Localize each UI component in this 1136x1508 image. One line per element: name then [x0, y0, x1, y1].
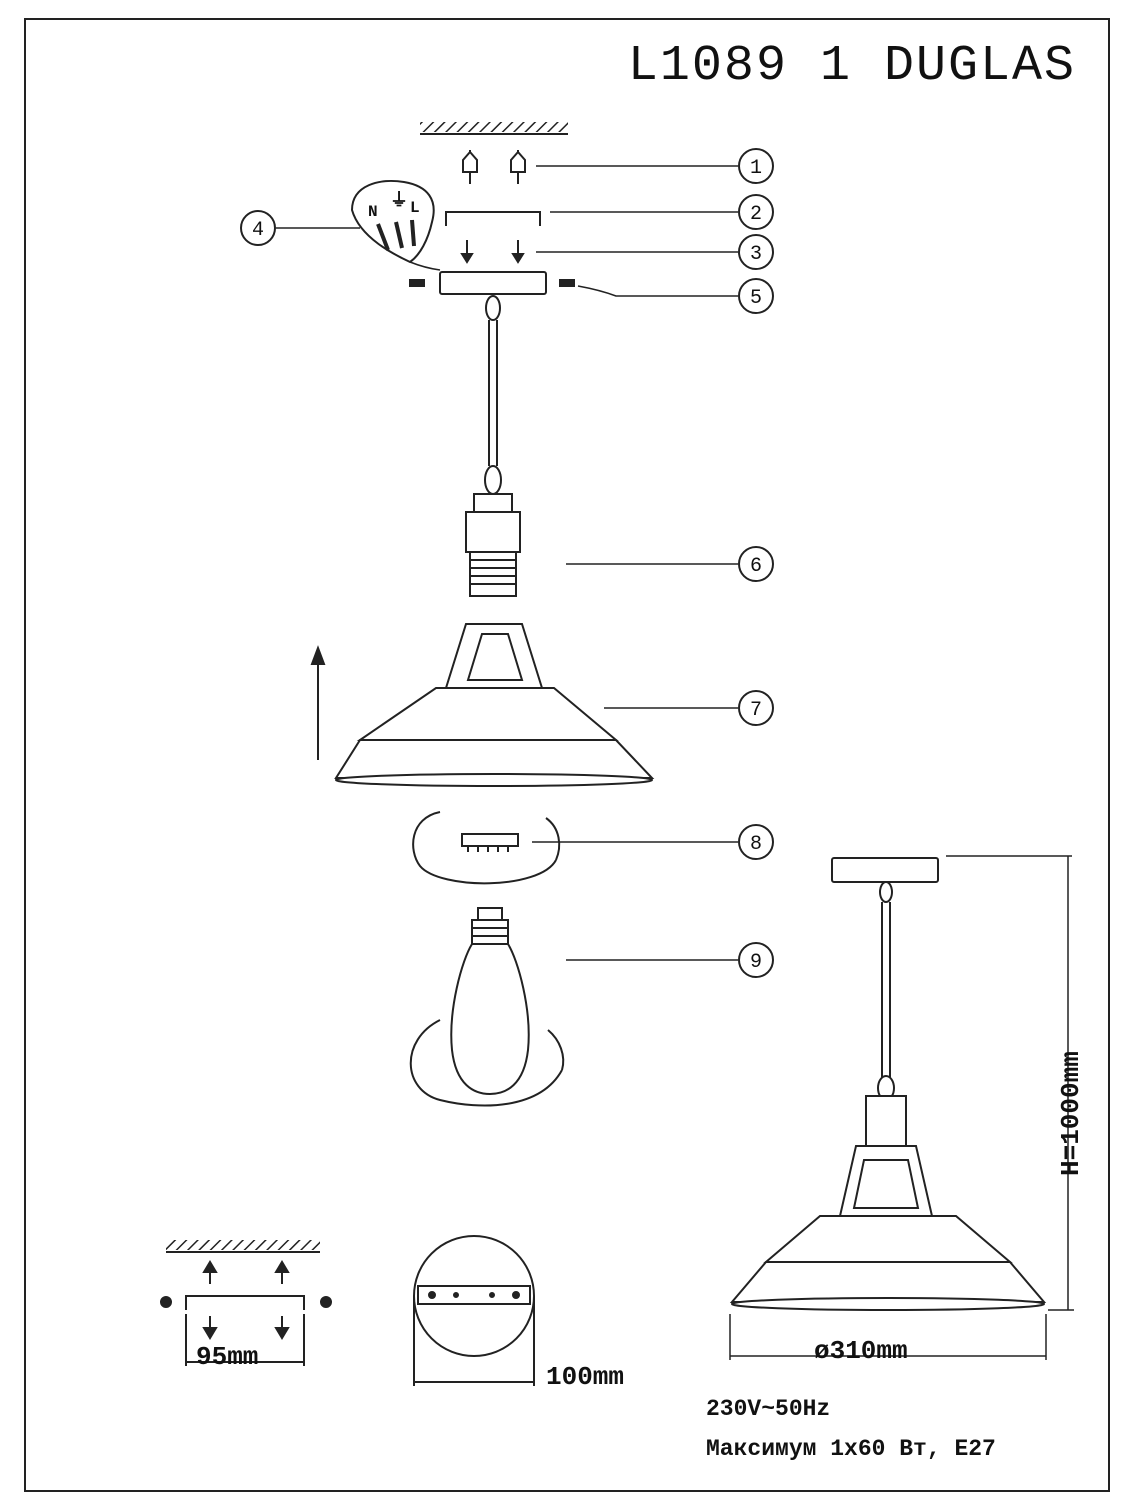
terminal-n-label: N [368, 203, 378, 221]
ceiling-hatch [420, 122, 568, 135]
callout-3-label: 3 [750, 243, 762, 266]
callout-9: 9 [738, 942, 774, 978]
bracket-width-label: 95mm [196, 1342, 258, 1372]
lamp-holder [465, 493, 521, 597]
callout-6: 6 [738, 546, 774, 582]
power-spec: Максимум 1x60 Вт, E27 [706, 1436, 996, 1462]
callout-7-label: 7 [750, 699, 762, 722]
voltage-spec: 230V~50Hz [706, 1396, 831, 1422]
shade-diameter-label: ø310mm [814, 1336, 908, 1366]
callout-9-label: 9 [750, 951, 762, 974]
assembled-lamp [729, 857, 1047, 1311]
callouts: 1 2 3 4 5 6 7 [240, 148, 774, 978]
callout-1-label: 1 [750, 157, 762, 180]
height-label: H=1000mm [1056, 1051, 1086, 1176]
upward-arrow [310, 645, 326, 760]
light-bulb [409, 907, 565, 1107]
lamp-shade [334, 623, 655, 787]
height-dimension [946, 855, 1074, 1311]
ceiling-dowels [462, 150, 526, 184]
callout-1: 1 [738, 148, 774, 184]
canopy-diameter-label: 100mm [546, 1362, 624, 1392]
terminal-l-label: L [410, 199, 420, 217]
canopy [409, 271, 575, 295]
suspension-cable [484, 295, 502, 495]
terminal-earth-label: ⏚ [390, 190, 408, 212]
callout-leaders [276, 165, 738, 961]
mounting-bracket [445, 211, 541, 226]
callout-3: 3 [738, 234, 774, 270]
callout-2: 2 [738, 194, 774, 230]
callout-8-label: 8 [750, 833, 762, 856]
shade-diameter-dimension [729, 1314, 1047, 1360]
callout-2-label: 2 [750, 203, 762, 226]
wiring-terminal: N ⏚ L [350, 180, 441, 271]
callout-6-label: 6 [750, 555, 762, 578]
product-title: L1089 1 DUGLAS [627, 38, 1076, 95]
canopy-top-view [413, 1235, 535, 1386]
callout-4: 4 [240, 210, 276, 246]
callout-5-label: 5 [750, 287, 762, 310]
callout-8: 8 [738, 824, 774, 860]
sheet-border [24, 18, 1110, 1492]
bracket-screws [460, 240, 525, 264]
ring-nut [412, 811, 561, 885]
callout-7: 7 [738, 690, 774, 726]
callout-5: 5 [738, 278, 774, 314]
callout-4-label: 4 [252, 219, 264, 242]
bracket-detail [160, 1240, 332, 1366]
